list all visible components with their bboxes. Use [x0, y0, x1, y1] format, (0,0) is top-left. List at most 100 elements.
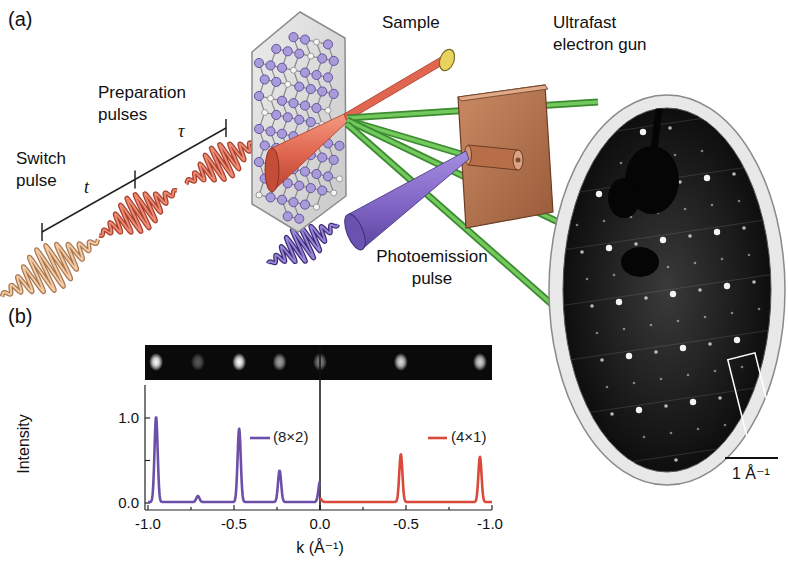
diffraction-spot	[640, 129, 646, 135]
diffraction-spot	[687, 374, 690, 377]
tick-label: -1.0	[135, 514, 161, 534]
diffraction-spot	[714, 229, 720, 235]
delay-label: t	[84, 176, 89, 199]
lattice-atom	[272, 77, 281, 86]
x-tick	[448, 507, 449, 510]
photoemission-pulse	[268, 224, 338, 263]
diffraction-spot	[680, 345, 686, 351]
diffraction-spot	[741, 366, 744, 369]
diffraction-spot	[586, 278, 589, 281]
pulse-label: Switch pulse	[16, 148, 78, 192]
switch-pulse-highlight	[2, 239, 98, 296]
diffraction-streak	[377, 142, 788, 222]
diffraction-spot	[654, 350, 658, 354]
diffraction-spot	[576, 224, 579, 227]
lattice-atom	[323, 73, 332, 82]
gun-cap	[513, 150, 523, 170]
lattice-atom	[277, 96, 286, 105]
hydrogen-atom	[256, 192, 262, 198]
lattice-atom	[335, 141, 344, 150]
lattice-atom	[289, 198, 298, 207]
diffraction-spot	[677, 320, 680, 323]
diffraction-spot	[718, 396, 722, 400]
strip-spot	[473, 353, 487, 371]
preparation-pulse	[99, 190, 177, 236]
legend-text: (4×1)	[451, 428, 486, 445]
pump-beam-cap	[265, 148, 279, 192]
panel-letter: (b)	[8, 303, 32, 329]
lattice-atom	[300, 101, 309, 110]
diffraction-spot	[734, 337, 740, 343]
gun-body	[468, 145, 518, 170]
lattice-atom	[254, 124, 263, 133]
strip-spot	[191, 353, 205, 371]
diffraction-streak	[367, 88, 788, 168]
diffraction-spot	[580, 250, 584, 254]
hydrogen-atom	[308, 53, 314, 59]
hydrogen-atom	[314, 204, 320, 210]
diffraction-spot	[698, 288, 702, 292]
diffraction-spot	[616, 299, 622, 305]
panel-b-plot	[145, 345, 492, 510]
profile-4x1	[320, 454, 492, 502]
tick-label: 0.0	[310, 514, 331, 534]
pump-beam	[272, 114, 347, 192]
diffraction-spot	[670, 291, 676, 297]
panel-a-art	[2, 12, 788, 546]
beam-stop-rod	[654, 100, 660, 150]
x-axis	[145, 509, 492, 510]
diffraction-spot	[758, 308, 761, 311]
lattice-atom	[329, 56, 338, 65]
lattice-atom	[312, 169, 321, 178]
lattice-atom	[306, 118, 315, 127]
lattice-atom	[266, 193, 275, 202]
tick-label: 1.0	[118, 408, 139, 428]
tick-label: -0.5	[393, 514, 419, 534]
diffraction-spot	[721, 258, 724, 261]
diffraction-pattern	[357, 34, 788, 546]
photoemission-beam-cap	[340, 211, 369, 252]
lattice-atom	[283, 47, 292, 56]
x-tick	[491, 505, 492, 510]
axis-title: k (Å⁻¹)	[296, 538, 344, 559]
x-tick	[233, 505, 234, 510]
lattice-atom	[260, 141, 269, 150]
lattice-atom	[318, 186, 327, 195]
scale-bar	[725, 457, 778, 459]
scale-label: 1 Å⁻¹	[732, 464, 770, 485]
hydrogen-atom	[291, 67, 297, 73]
diffraction-spot	[694, 262, 697, 265]
lattice-atom	[295, 181, 304, 190]
diffraction-spot	[724, 424, 727, 427]
diffraction-spot	[690, 399, 696, 405]
sample-plate	[252, 12, 346, 232]
lattice-atom	[318, 54, 327, 63]
diffraction-spot	[684, 208, 687, 211]
diffraction-spot	[731, 312, 734, 315]
legend-line	[428, 437, 447, 440]
lattice-atom	[323, 40, 332, 49]
legend-entry: (4×1)	[451, 428, 486, 446]
switch-pulse	[2, 239, 98, 296]
lattice-atom	[329, 89, 338, 98]
diffraction-spot	[633, 382, 636, 385]
diffraction-spot	[660, 378, 663, 381]
diffraction-spot	[660, 237, 666, 243]
profile-strip	[145, 345, 320, 380]
lattice-atom	[277, 129, 286, 138]
mirror	[437, 47, 458, 72]
lattice-atom	[289, 99, 298, 108]
lattice-atom	[300, 35, 309, 44]
hydrogen-atom	[331, 190, 337, 196]
diffraction-spot	[623, 328, 626, 331]
lattice-atom	[254, 58, 263, 67]
diffraction-spot	[620, 162, 623, 165]
lattice-atom	[295, 214, 304, 223]
lattice-atom	[266, 61, 275, 70]
lattice-atom	[300, 68, 309, 77]
part-label: Sample	[382, 12, 440, 34]
tick-label: -1.0	[477, 514, 503, 534]
diffraction-spot	[596, 191, 602, 197]
time-axis	[42, 128, 226, 232]
diffraction-spot	[610, 412, 614, 416]
